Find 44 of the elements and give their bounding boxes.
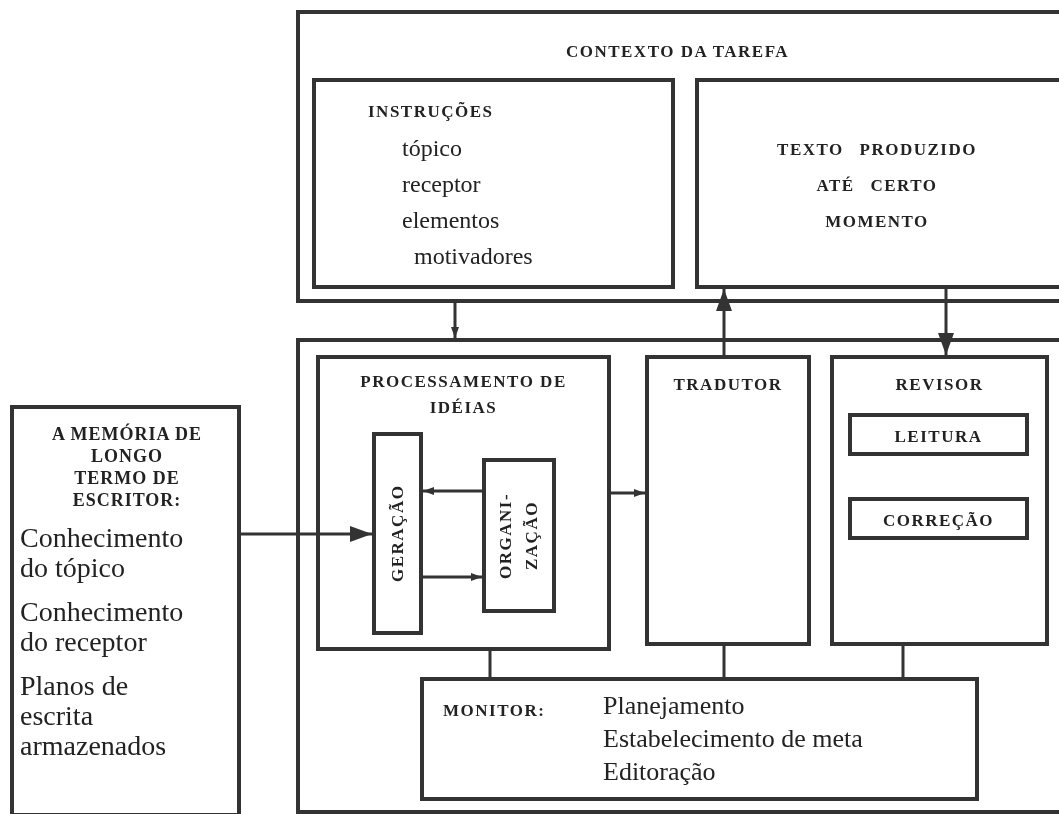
heading: LEITURA (893, 427, 984, 447)
process-box (420, 677, 979, 801)
process-box (848, 413, 1029, 456)
item-text: Editoração (603, 756, 716, 788)
process-box (316, 355, 611, 651)
item-text: receptor (402, 170, 481, 199)
arrow (716, 289, 732, 355)
item-text: Planos de escrita armazenados (20, 671, 168, 761)
item-text: Conhecimento do tópico (20, 523, 185, 583)
memory-box (10, 405, 241, 814)
heading: REVISOR (894, 375, 985, 395)
arrow (938, 289, 954, 355)
process-box (372, 432, 423, 635)
heading: GERAÇÃO (386, 483, 408, 585)
arrow (423, 487, 482, 495)
item-text: Conhecimento do receptor (20, 597, 185, 657)
heading: A MEMÓRIA DE LONGO TERMO DE ESCRITOR: (52, 423, 202, 511)
heading: CORREÇÃO (881, 511, 996, 531)
process-box (695, 78, 1059, 289)
item-text: elementos motivadores (402, 206, 534, 271)
heading: ORGANI- ZAÇÃO (495, 491, 542, 581)
item-text: tópico (402, 134, 462, 163)
process-box (482, 458, 556, 613)
item-text: Estabelecimento de meta (603, 723, 863, 755)
heading: PROCESSAMENTO DE IDÉIAS (360, 371, 567, 419)
process-box (645, 355, 811, 646)
arrow (241, 526, 372, 542)
connector-line (901, 646, 905, 677)
writing-process-panel (296, 338, 1059, 814)
arrow (451, 303, 459, 338)
heading: TEXTO PRODUZIDO ATÉ CERTO MOMENTO (776, 139, 978, 233)
heading: MONITOR: (443, 701, 546, 721)
connector-line (488, 651, 492, 677)
context-panel (296, 10, 1059, 303)
process-box (848, 497, 1029, 540)
heading: INSTRUÇÕES (368, 102, 494, 122)
heading: TRADUTOR (672, 375, 784, 395)
item-text: Planejamento (603, 690, 745, 722)
connector-line (722, 646, 726, 677)
arrow (611, 489, 645, 497)
process-box (312, 78, 675, 289)
process-box (830, 355, 1049, 646)
arrow (423, 573, 482, 581)
panel-title: CONTEXTO DA TAREFA (564, 42, 791, 62)
